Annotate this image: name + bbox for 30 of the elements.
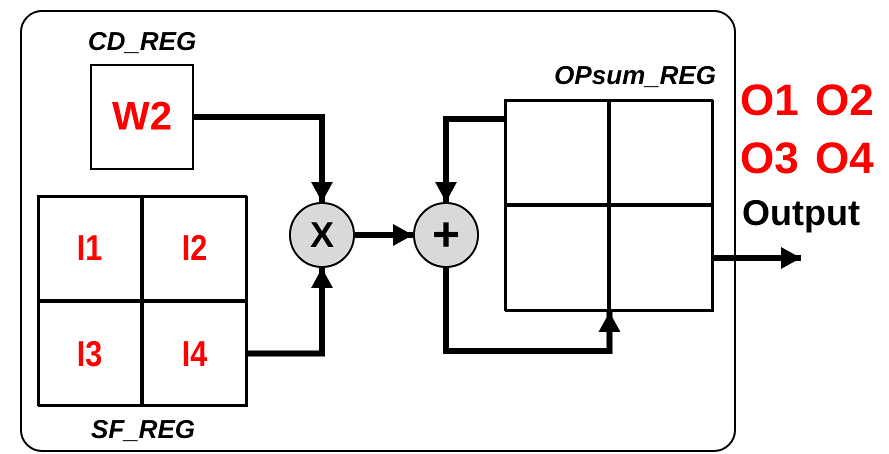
register-value: I4 [180,332,208,374]
grid-cell [37,195,142,301]
output-label: O3 [740,134,799,184]
grid-cell [37,301,142,406]
grid-cell [504,205,609,311]
register-value: W2 [111,94,173,140]
arrow [435,116,504,202]
arrow [194,114,333,202]
arrow [355,224,413,246]
operator-symbol: + [430,208,462,262]
output-label: O4 [815,134,874,184]
register-value: I2 [180,227,208,269]
register-name: CD_REG [86,26,198,57]
output-label: O1 [740,76,799,126]
register-value: I3 [76,332,104,374]
register-value: I1 [76,227,104,269]
grid-cell [504,99,609,205]
grid-cell [609,205,713,311]
grid-cell [609,99,713,205]
output-label: O2 [815,76,874,126]
panel-frame [20,10,736,452]
arrow [443,268,620,354]
grid-cell [142,301,247,406]
operator-symbol: X [308,214,335,256]
arrow [714,247,801,269]
arrow [247,268,333,356]
output-text: Output [742,192,860,234]
register-name: OPsum_REG [554,60,716,91]
grid-cell [142,195,247,301]
register-name: SF_REG [90,414,196,445]
